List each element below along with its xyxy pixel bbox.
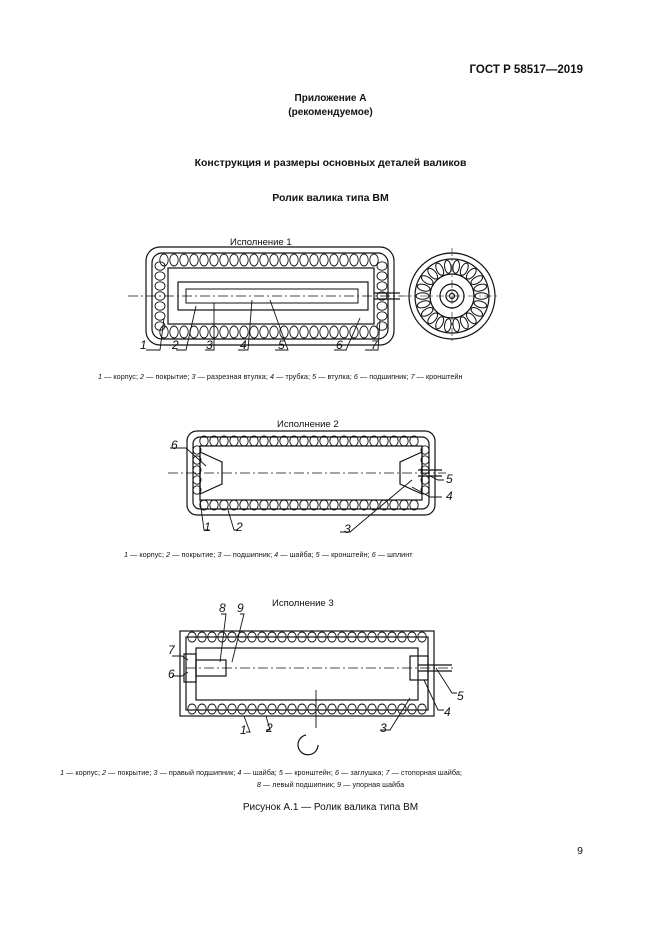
page-number: 9 xyxy=(577,845,583,857)
legend-number: 7 xyxy=(385,768,390,777)
legend-number: 7 xyxy=(410,372,415,381)
callout-3-6: 6 xyxy=(168,667,175,681)
legend-number: 6 xyxy=(353,372,358,381)
figure-subtitle: Ролик валика типа ВМ xyxy=(272,192,389,204)
callout-3-9: 9 xyxy=(237,601,244,615)
legend-text: шайба xyxy=(252,768,275,777)
callout-1-2: 2 xyxy=(171,338,179,352)
callout-3-8: 8 xyxy=(219,601,226,615)
legend-number: 2 xyxy=(166,550,171,559)
legend-text: левый подшипник xyxy=(272,780,333,789)
standard-number: ГОСТ Р 58517—2019 xyxy=(469,64,583,76)
callout-2-1: 1 xyxy=(204,520,211,534)
legend-text: кронштейн xyxy=(425,372,463,381)
callout-3-5: 5 xyxy=(457,689,464,703)
callout-1-5: 5 xyxy=(278,338,285,352)
callout-1-3: 3 xyxy=(206,338,213,352)
coating-pattern-1 xyxy=(154,253,388,339)
legend-text: шплинт xyxy=(387,550,413,559)
legend-number: 3 xyxy=(191,372,196,381)
legend-text: покрытие xyxy=(117,768,150,777)
legend-text: втулка xyxy=(327,372,350,381)
coating-pattern-2 xyxy=(192,435,430,511)
callout-1-6: 6 xyxy=(336,338,343,352)
callout-2-2: 2 xyxy=(235,520,243,534)
callout-1-7: 7 xyxy=(371,338,379,352)
legend-text: подшипник xyxy=(369,372,407,381)
roller-2-body xyxy=(168,430,446,516)
legend-number: 6 xyxy=(334,768,340,777)
legend-number: 3 xyxy=(153,768,158,777)
legend-number: 1 xyxy=(124,550,129,559)
callout-3-1: 1 xyxy=(240,723,247,737)
callout-2-5: 5 xyxy=(446,472,453,486)
callout-3-7: 7 xyxy=(168,643,176,657)
legend-number: 8 xyxy=(256,780,261,789)
legend-number: 2 xyxy=(102,768,107,777)
legend-variant-1: 1 — корпус; 2 — покрытие; 3 — разрезная … xyxy=(98,372,463,381)
legend-number: 4 xyxy=(269,372,275,381)
legend-text: кронштейн xyxy=(331,550,368,559)
section-title: Конструкция и размеры основных деталей в… xyxy=(194,157,467,169)
legend-text: упорная шайба xyxy=(352,780,405,789)
callout-3-4: 4 xyxy=(444,705,451,719)
callout-1-4: 4 xyxy=(240,338,247,352)
legend-text: кронштейн xyxy=(294,768,331,777)
legend-text: подшипник xyxy=(232,550,271,559)
roller-1-end-view xyxy=(404,248,500,344)
legend-variant-3-line-2: 8 — левый подшипник; 9 — упорная шайба xyxy=(256,780,405,789)
legend-text: корпус xyxy=(113,372,136,381)
callout-2-3: 3 xyxy=(344,522,351,536)
legend-text: разрезная втулка xyxy=(206,372,266,381)
coating-pattern-3 xyxy=(187,631,427,715)
variant-3-label: Исполнение 3 xyxy=(272,598,334,609)
legend-number: 2 xyxy=(140,372,145,381)
legend-number: 9 xyxy=(337,780,342,789)
legend-number: 5 xyxy=(312,372,317,381)
legend-text: корпус xyxy=(75,768,98,777)
annex-status: (рекомендуемое) xyxy=(288,107,373,118)
callout-3-2: 2 xyxy=(265,721,273,735)
legend-number: 1 xyxy=(98,372,103,381)
callout-2-4: 4 xyxy=(446,489,453,503)
legend-number: 5 xyxy=(315,550,320,559)
legend-number: 3 xyxy=(217,550,222,559)
legend-text: покрытие xyxy=(155,372,188,381)
callout-3-3: 3 xyxy=(380,721,387,735)
legend-number: 1 xyxy=(60,768,65,777)
legend-text: заглушка xyxy=(350,768,382,777)
legend-text: стопорная шайба xyxy=(400,768,460,777)
legend-text: корпус xyxy=(139,550,162,559)
legend-number: 4 xyxy=(237,768,242,777)
legend-text: покрытие xyxy=(181,550,214,559)
roller-3-body xyxy=(179,630,454,756)
variant-2-label: Исполнение 2 xyxy=(277,419,339,430)
legend-variant-3-line-1: 1 — корпус; 2 — покрытие; 3 — правый под… xyxy=(60,768,462,777)
annex-title: Приложение А xyxy=(294,93,367,104)
legend-number: 5 xyxy=(278,768,283,777)
legend-number: 6 xyxy=(371,550,376,559)
legend-text: шайба xyxy=(289,550,312,559)
legend-variant-2: 1 — корпус; 2 — покрытие; 3 — подшипник;… xyxy=(124,550,413,559)
legend-number: 4 xyxy=(274,550,279,559)
legend-text: правый подшипник xyxy=(168,768,234,777)
legend-text: трубка xyxy=(285,372,308,381)
figure-caption: Рисунок А.1 — Ролик валика типа ВМ xyxy=(242,802,419,813)
callout-2-6: 6 xyxy=(171,438,178,452)
variant-1-label: Исполнение 1 xyxy=(230,237,292,248)
callout-1-1: 1 xyxy=(140,338,147,352)
annex-heading: Приложение А (рекомендуемое) xyxy=(0,92,661,120)
